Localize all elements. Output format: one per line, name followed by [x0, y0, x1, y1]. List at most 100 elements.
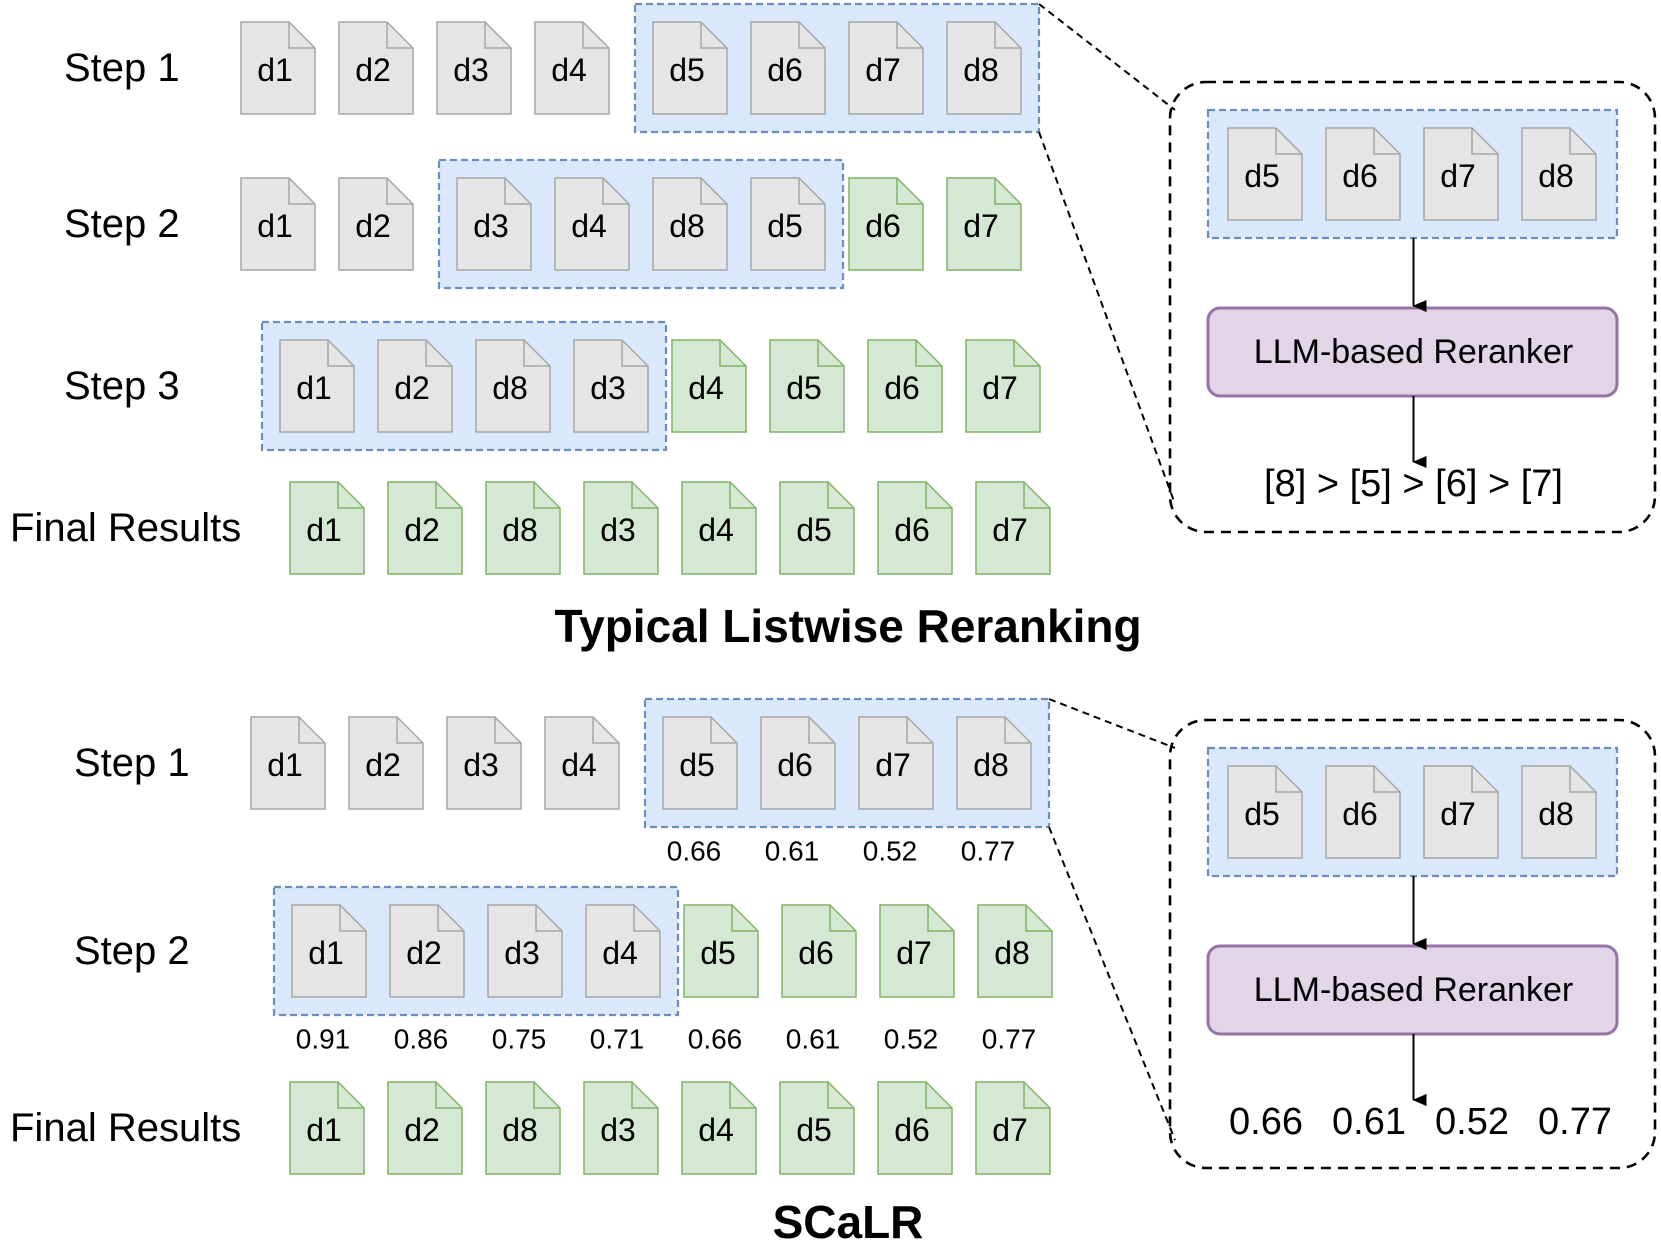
- doc-label: d5: [1244, 796, 1280, 832]
- document: d5: [769, 339, 845, 433]
- document: d3: [583, 481, 659, 575]
- document-page-icon: [1423, 765, 1499, 859]
- document: d1: [240, 21, 316, 115]
- zoom-connector: [1038, 3, 1176, 111]
- document-fold-icon: [1569, 766, 1596, 793]
- document-fold-icon: [533, 1082, 560, 1109]
- document: d3: [436, 21, 512, 115]
- document: d1: [289, 1081, 365, 1175]
- doc-label: d1: [267, 747, 303, 783]
- document-page-icon: [879, 904, 955, 998]
- document-fold-icon: [437, 905, 464, 932]
- document-fold-icon: [1569, 128, 1596, 155]
- document-fold-icon: [1013, 340, 1040, 367]
- doc-label: d6: [1342, 796, 1378, 832]
- document-page-icon: [652, 177, 728, 271]
- document-page-icon: [387, 1081, 463, 1175]
- document-page-icon: [389, 904, 465, 998]
- document-page-icon: [681, 1081, 757, 1175]
- doc-label: d3: [453, 52, 489, 88]
- document-fold-icon: [288, 22, 315, 49]
- document-fold-icon: [386, 178, 413, 205]
- document-fold-icon: [896, 178, 923, 205]
- doc-label: d5: [786, 370, 822, 406]
- document-fold-icon: [396, 717, 423, 744]
- relevance-score: 0.52: [884, 1024, 939, 1055]
- output-score: 0.52: [1435, 1101, 1509, 1143]
- document-page-icon: [877, 481, 953, 575]
- doc-label: d5: [796, 512, 832, 548]
- document-page-icon: [436, 21, 512, 115]
- document-page-icon: [485, 1081, 561, 1175]
- document: d4: [681, 481, 757, 575]
- document: d4: [554, 177, 630, 271]
- doc-label: d7: [992, 1112, 1028, 1148]
- document-fold-icon: [1373, 128, 1400, 155]
- document: d5: [662, 716, 738, 810]
- doc-label: d8: [994, 935, 1030, 971]
- doc-label: d2: [404, 1112, 440, 1148]
- relevance-score: 0.66: [667, 836, 722, 867]
- step-label: Step 2: [74, 929, 190, 973]
- zoom-panel: [1168, 718, 1657, 1170]
- document-fold-icon: [710, 717, 737, 744]
- doc-label: d7: [982, 370, 1018, 406]
- document: d2: [387, 1081, 463, 1175]
- document-fold-icon: [533, 482, 560, 509]
- document: d7: [1423, 765, 1499, 859]
- doc-label: d4: [698, 512, 734, 548]
- doc-label: d8: [963, 52, 999, 88]
- document-fold-icon: [523, 340, 550, 367]
- doc-label: d7: [896, 935, 932, 971]
- document-page-icon: [781, 904, 857, 998]
- relevance-score: 0.75: [492, 1024, 547, 1055]
- relevance-score: 0.86: [394, 1024, 449, 1055]
- doc-label: d8: [502, 512, 538, 548]
- document-fold-icon: [1471, 128, 1498, 155]
- document: d6: [750, 21, 826, 115]
- document: d5: [1227, 127, 1303, 221]
- doc-label: d7: [963, 208, 999, 244]
- document-fold-icon: [827, 1082, 854, 1109]
- document-page-icon: [760, 716, 836, 810]
- zoom-connector: [1038, 131, 1176, 505]
- relevance-score: 0.61: [765, 836, 820, 867]
- document: d6: [867, 339, 943, 433]
- document-fold-icon: [631, 1082, 658, 1109]
- doc-label: d2: [355, 208, 391, 244]
- doc-label: d8: [1538, 796, 1574, 832]
- doc-label: d1: [306, 1112, 342, 1148]
- document: d2: [387, 481, 463, 575]
- document-page-icon: [446, 716, 522, 810]
- document-page-icon: [965, 339, 1041, 433]
- document-page-icon: [769, 339, 845, 433]
- doc-label: d6: [865, 208, 901, 244]
- relevance-score: 0.66: [688, 1024, 743, 1055]
- step-label: Step 3: [64, 364, 180, 408]
- doc-label: d6: [767, 52, 803, 88]
- document: d8: [946, 21, 1022, 115]
- document: d5: [779, 481, 855, 575]
- document-page-icon: [240, 21, 316, 115]
- doc-label: d1: [306, 512, 342, 548]
- document-fold-icon: [906, 717, 933, 744]
- document-page-icon: [1227, 127, 1303, 221]
- document-page-icon: [387, 481, 463, 575]
- doc-label: d8: [973, 747, 1009, 783]
- document-page-icon: [279, 339, 355, 433]
- relevance-score: 0.77: [982, 1024, 1037, 1055]
- document: d3: [573, 339, 649, 433]
- document-fold-icon: [386, 22, 413, 49]
- document-fold-icon: [808, 717, 835, 744]
- document-page-icon: [585, 904, 661, 998]
- doc-label: d5: [669, 52, 705, 88]
- document: d5: [683, 904, 759, 998]
- doc-label: d4: [551, 52, 587, 88]
- doc-label: d3: [590, 370, 626, 406]
- document: d5: [779, 1081, 855, 1175]
- document: d6: [877, 481, 953, 575]
- document-fold-icon: [829, 905, 856, 932]
- step-label: Step 2: [64, 202, 180, 246]
- document: d1: [250, 716, 326, 810]
- document-page-icon: [554, 177, 630, 271]
